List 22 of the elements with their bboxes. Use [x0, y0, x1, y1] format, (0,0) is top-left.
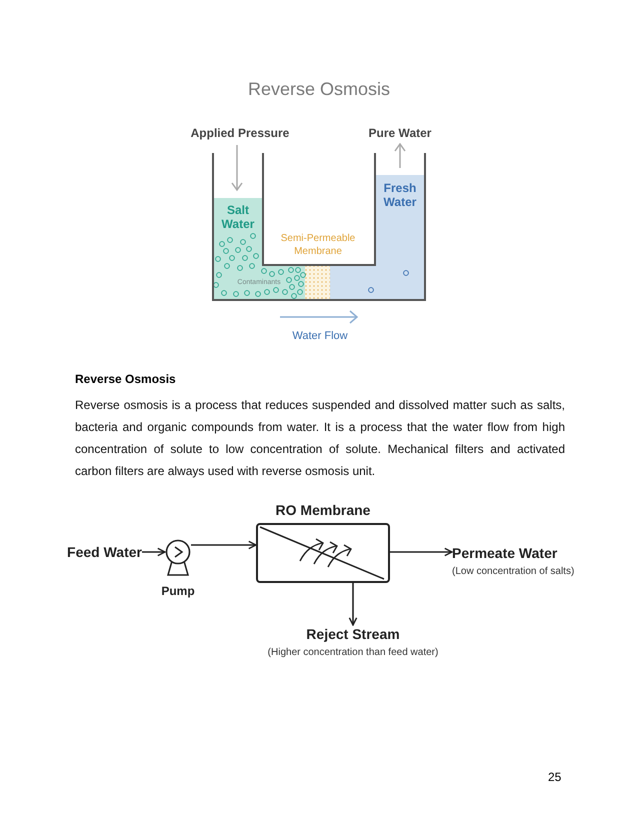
pump-label: Pump — [160, 583, 196, 600]
fresh-water-label: Fresh Water — [382, 181, 418, 209]
flow-arrow — [348, 583, 358, 626]
membrane-label: Semi-Permeable Membrane — [280, 232, 356, 258]
section-heading: Reverse Osmosis — [75, 371, 176, 388]
paragraph: Reverse osmosis is a process that reduces suspended and dissolved matter such as salts, bacteria and organic compounds from water. It is a process that the water flow from high concentration of solute to low concentration of solute. Mechanical filters and activated carbon filters are always used with reverse osmosis unit. — [75, 397, 565, 480]
pressure-label: Applied Pressure — [190, 125, 290, 142]
pure-water-label: Pure Water — [368, 125, 432, 142]
salt-water-label: Salt Water — [220, 203, 256, 231]
stream-name: Reject Stream — [306, 625, 400, 643]
stream-note: (Higher concentration than feed water) — [268, 646, 438, 659]
pump-symbol — [165, 539, 191, 577]
unit-heading: RO Membrane — [274, 501, 372, 520]
flow-arrow — [390, 548, 453, 556]
stream-name: Permeate Water — [452, 544, 558, 562]
flow-arrow — [142, 548, 166, 556]
page-number: 25 — [548, 769, 562, 786]
stream-note: (Low concentration of salts) — [452, 565, 574, 578]
flow-arrow — [191, 540, 257, 550]
stream-name: Feed Water — [67, 543, 142, 561]
diagram-title: Reverse Osmosis — [246, 78, 392, 101]
water-flow-label: Water Flow — [291, 329, 349, 344]
